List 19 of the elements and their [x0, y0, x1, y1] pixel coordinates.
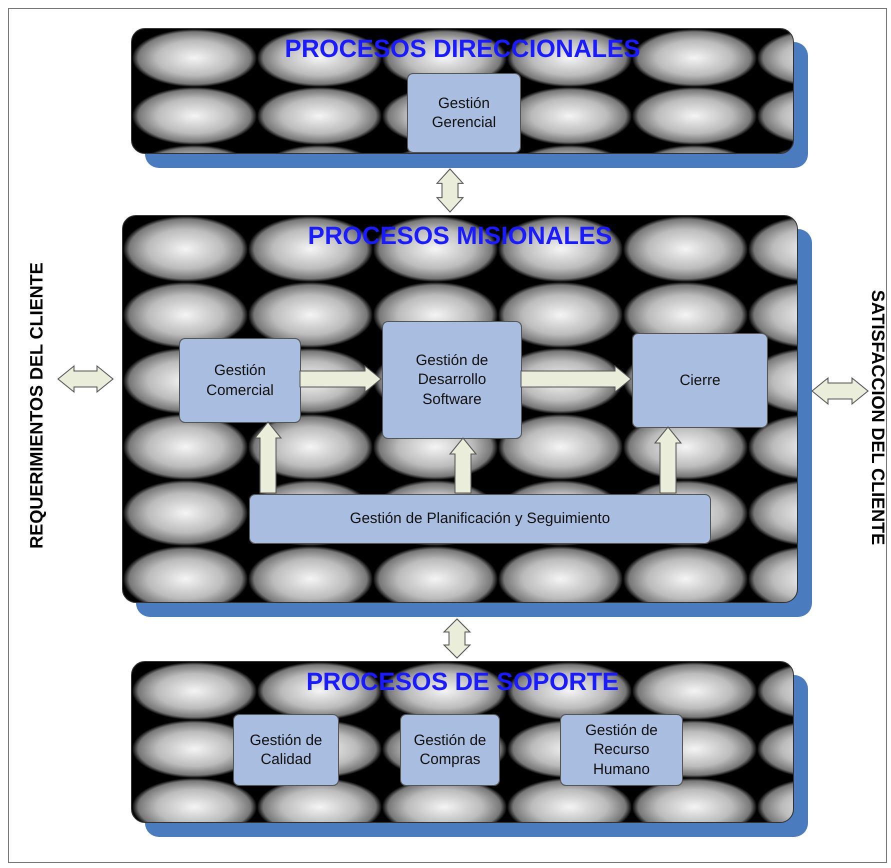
- process-box: Gestión Gerencial: [407, 73, 521, 153]
- process-box: Gestión Comercial: [179, 338, 301, 423]
- block-arrow: [254, 421, 282, 494]
- process-box: Gestión de Calidad: [233, 714, 339, 786]
- process-box: Gestión de Recurso Humano: [560, 714, 683, 786]
- block-arrow: [436, 168, 464, 213]
- block-arrow: [57, 364, 114, 394]
- block-arrow: [442, 618, 472, 659]
- process-box: Cierre: [632, 333, 768, 428]
- block-arrow: [811, 376, 869, 406]
- process-box: Gestión de Compras: [400, 714, 500, 786]
- block-arrow: [520, 364, 632, 394]
- process-box: Gestión de Desarrollo Software: [382, 321, 522, 439]
- block-arrow: [448, 437, 478, 494]
- process-box: Gestión de Planificación y Seguimiento: [249, 494, 711, 544]
- side-label: SATISFACCION DEL CLIENTE: [868, 290, 888, 546]
- side-label: REQUERIMIENTOS DEL CLIENTE: [26, 262, 48, 548]
- block-arrow: [654, 426, 682, 494]
- block-arrow: [300, 364, 382, 394]
